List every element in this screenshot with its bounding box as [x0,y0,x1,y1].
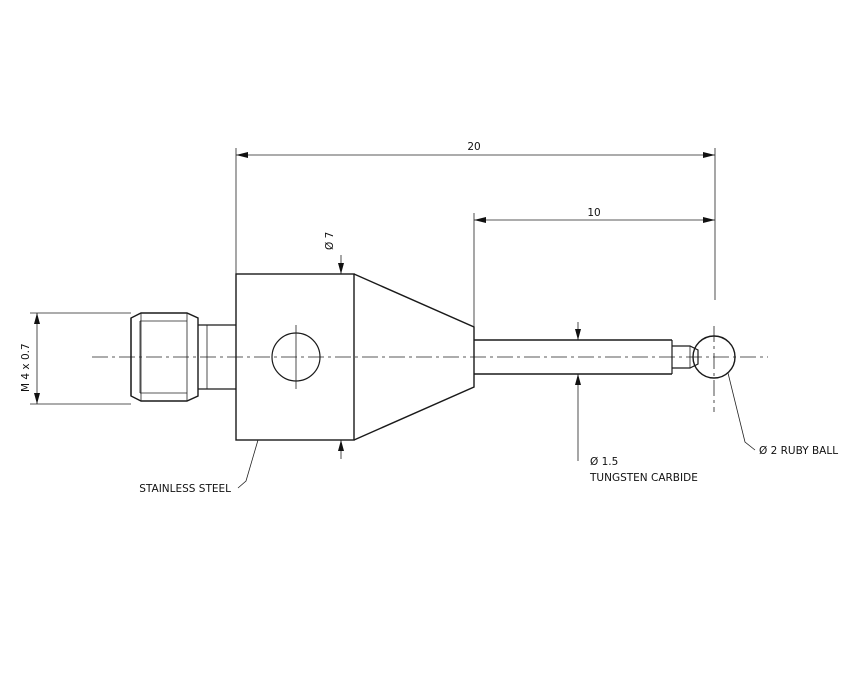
thread-label: M 4 x 0.7 [20,343,32,392]
overall-length-dimension [235,148,716,300]
ruby-ball-label: Ø 2 RUBY BALL [759,445,838,457]
stem-length-label: 10 [587,207,600,219]
ruby-ball-leader [727,372,756,451]
stem-diameter-dimension [575,322,581,461]
thread-dimension [30,312,131,405]
body-diameter-dimension [338,255,344,459]
body-material-label: STAINLESS STEEL [139,483,231,495]
stylus-stem [474,339,699,375]
overall-length-label: 20 [467,141,480,153]
stem-diameter-label: Ø 1.5 [590,456,618,468]
thread-section [130,312,236,402]
body-material-leader [237,439,259,489]
stylus-body [235,273,355,441]
stylus-cone [353,273,475,441]
stem-length-dimension [473,213,715,327]
stem-material-label: TUNGSTEN CARBIDE [589,472,698,484]
body-diameter-label: Ø 7 [324,232,336,250]
